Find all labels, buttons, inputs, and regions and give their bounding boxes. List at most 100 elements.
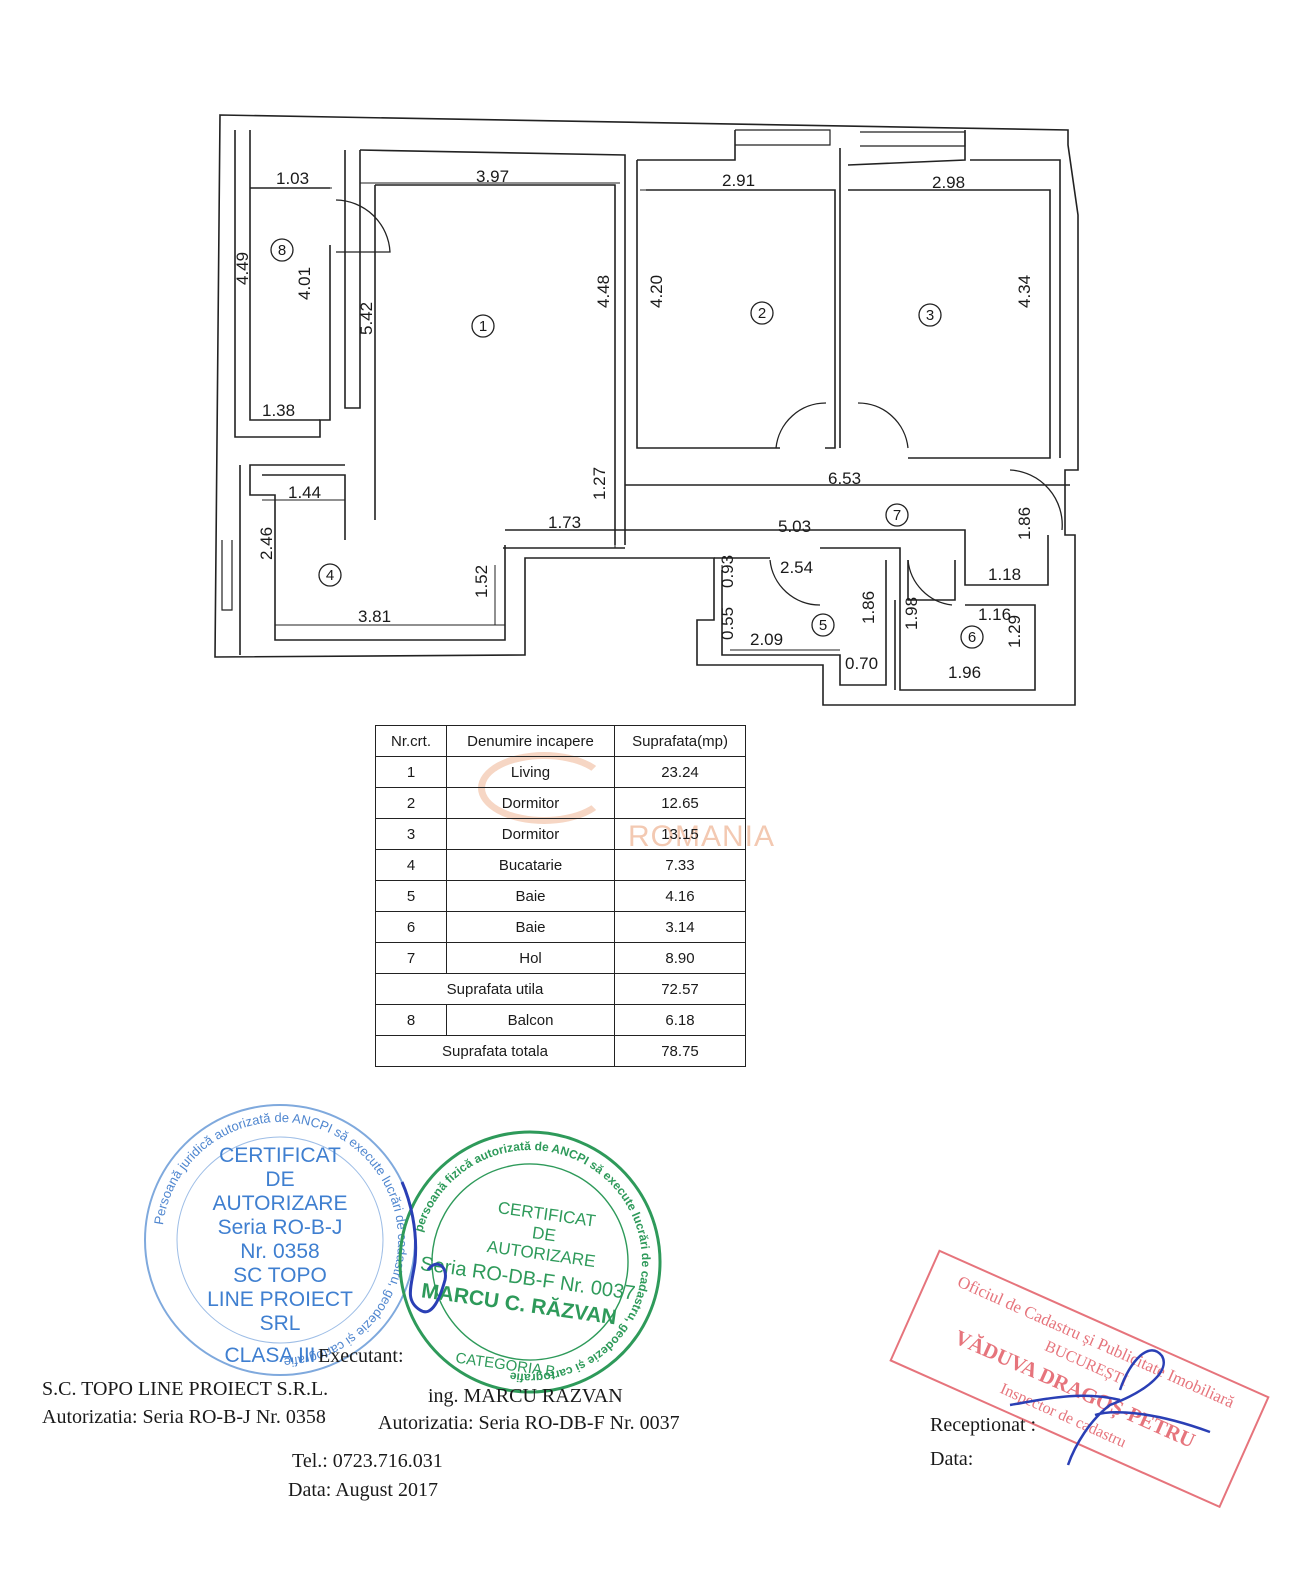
dimension-label: 2.46 bbox=[257, 527, 276, 560]
room-number-3: 3 bbox=[918, 303, 942, 327]
company-name: S.C. TOPO LINE PROIECT S.R.L. bbox=[42, 1378, 329, 1400]
dimension-label: 1.27 bbox=[590, 467, 609, 500]
document-date: Data: August 2017 bbox=[288, 1479, 438, 1501]
green-stamp-line: DE bbox=[531, 1223, 557, 1245]
dimension-label: 4.49 bbox=[233, 252, 252, 285]
dimension-label: 5.03 bbox=[778, 517, 811, 536]
blue-stamp-line: SRL bbox=[260, 1312, 301, 1335]
dimension-label: 2.09 bbox=[750, 630, 783, 649]
svg-text:8: 8 bbox=[278, 242, 286, 259]
blue-stamp: Persoană juridică autorizată de ANCPI să… bbox=[144, 1104, 416, 1376]
green-stamp: persoană fizică autorizată de ANCPI să e… bbox=[392, 1123, 669, 1401]
room-number-5: 5 bbox=[811, 613, 835, 637]
room-number-6: 6 bbox=[960, 625, 984, 649]
dimension-label: 1.16 bbox=[978, 605, 1011, 624]
room-number-2: 2 bbox=[750, 301, 774, 325]
dimension-lines bbox=[250, 182, 1070, 655]
row-area: 3.14 bbox=[614, 911, 746, 943]
company-authorization: Autorizatia: Seria RO-B-J Nr. 0358 bbox=[42, 1406, 326, 1428]
dimension-label: 1.18 bbox=[988, 565, 1021, 584]
dimension-label: 1.52 bbox=[472, 565, 491, 598]
row-area: 13.15 bbox=[614, 818, 746, 850]
svg-text:5: 5 bbox=[819, 617, 827, 634]
svg-text:4: 4 bbox=[326, 567, 334, 584]
room-number-8: 8 bbox=[270, 238, 294, 262]
dimension-label: 4.48 bbox=[594, 275, 613, 308]
dimension-label: 0.93 bbox=[718, 555, 737, 588]
dimension-label: 4.01 bbox=[295, 267, 314, 300]
dimension-label: 1.86 bbox=[859, 591, 878, 624]
row-name: Dormitor bbox=[446, 818, 615, 850]
dimension-label: 2.98 bbox=[932, 173, 965, 192]
room-number-7: 7 bbox=[885, 503, 909, 527]
blue-stamp-line: Nr. 0358 bbox=[240, 1240, 319, 1263]
blue-stamp-line: AUTORIZARE bbox=[213, 1192, 348, 1215]
header-nr: Nr.crt. bbox=[375, 725, 447, 757]
blue-stamp-line: SC TOPO bbox=[233, 1264, 327, 1287]
svg-text:3: 3 bbox=[926, 307, 934, 324]
row-area: 8.90 bbox=[614, 942, 746, 974]
dimension-label: 1.98 bbox=[902, 597, 921, 630]
plan-windows bbox=[221, 129, 966, 611]
dimension-label: 1.73 bbox=[548, 513, 581, 532]
phone: Tel.: 0723.716.031 bbox=[292, 1450, 443, 1472]
dimension-label: 3.97 bbox=[476, 167, 509, 186]
dimension-label: 1.86 bbox=[1015, 507, 1034, 540]
table-header-row: Nr.crt. Denumire incapere Suprafata(mp) bbox=[375, 725, 746, 757]
blue-stamp-line: CERTIFICAT bbox=[219, 1144, 341, 1167]
dimension-label: 0.55 bbox=[718, 607, 737, 640]
received-label: Receptionat : bbox=[930, 1414, 1037, 1436]
header-area: Suprafata(mp) bbox=[614, 725, 746, 757]
signature-inspector bbox=[1009, 1349, 1211, 1466]
dimension-label: 0.70 bbox=[845, 654, 878, 673]
blue-stamp-line: LINE PROIECT bbox=[207, 1288, 353, 1311]
row-name: Baie bbox=[446, 911, 615, 943]
dimension-label: 1.29 bbox=[1005, 615, 1024, 648]
subtotal-area: 72.57 bbox=[614, 973, 746, 1005]
total-area: 78.75 bbox=[614, 1035, 746, 1067]
subtotal-label: Suprafata utila bbox=[375, 973, 615, 1005]
dimension-label: 2.54 bbox=[780, 558, 813, 577]
row-area: 7.33 bbox=[614, 849, 746, 881]
engineer-name: ing. MARCU RAZVAN bbox=[428, 1385, 623, 1407]
signature-engineer bbox=[400, 1181, 447, 1314]
dimension-label: 3.81 bbox=[358, 607, 391, 626]
blue-stamp-line: CLASA III bbox=[224, 1344, 315, 1367]
floor-plan: 1.03 3.97 2.91 2.98 4.49 4.01 5.42 4.48 4.20 4.34… bbox=[214, 114, 1079, 706]
area-table: Nr.crt. Denumire incapere Suprafata(mp) … bbox=[375, 725, 746, 1067]
plan-doors bbox=[335, 199, 1063, 606]
dimension-label: 1.96 bbox=[948, 663, 981, 682]
room-number-4: 4 bbox=[318, 563, 342, 587]
dimension-label: 1.03 bbox=[276, 169, 309, 188]
blue-stamp-line: DE bbox=[265, 1168, 294, 1191]
dimension-label: 6.53 bbox=[828, 469, 861, 488]
blue-stamp-line: Seria RO-B-J bbox=[218, 1216, 343, 1239]
dimension-label: 4.20 bbox=[647, 275, 666, 308]
svg-text:2: 2 bbox=[758, 305, 766, 322]
svg-text:7: 7 bbox=[893, 507, 901, 524]
dimension-label: 1.38 bbox=[262, 401, 295, 420]
row-area: 23.24 bbox=[614, 756, 746, 788]
row-nr: 1 bbox=[375, 756, 447, 788]
dimension-label: 5.42 bbox=[357, 302, 376, 335]
dimension-label: 4.34 bbox=[1015, 275, 1034, 308]
engineer-authorization: Autorizatia: Seria RO-DB-F Nr. 0037 bbox=[378, 1412, 680, 1434]
svg-text:6: 6 bbox=[968, 629, 976, 646]
received-date-label: Data: bbox=[930, 1448, 974, 1470]
row-name: Baie bbox=[446, 880, 615, 912]
svg-text:1: 1 bbox=[479, 318, 487, 335]
room-number-1: 1 bbox=[471, 314, 495, 338]
executant-label: Executant: bbox=[318, 1345, 404, 1367]
dimension-label: 1.44 bbox=[288, 483, 321, 502]
dimension-label: 2.91 bbox=[722, 171, 755, 190]
row-name: Dormitor bbox=[446, 787, 615, 819]
balcony-area: 6.18 bbox=[614, 1004, 746, 1036]
